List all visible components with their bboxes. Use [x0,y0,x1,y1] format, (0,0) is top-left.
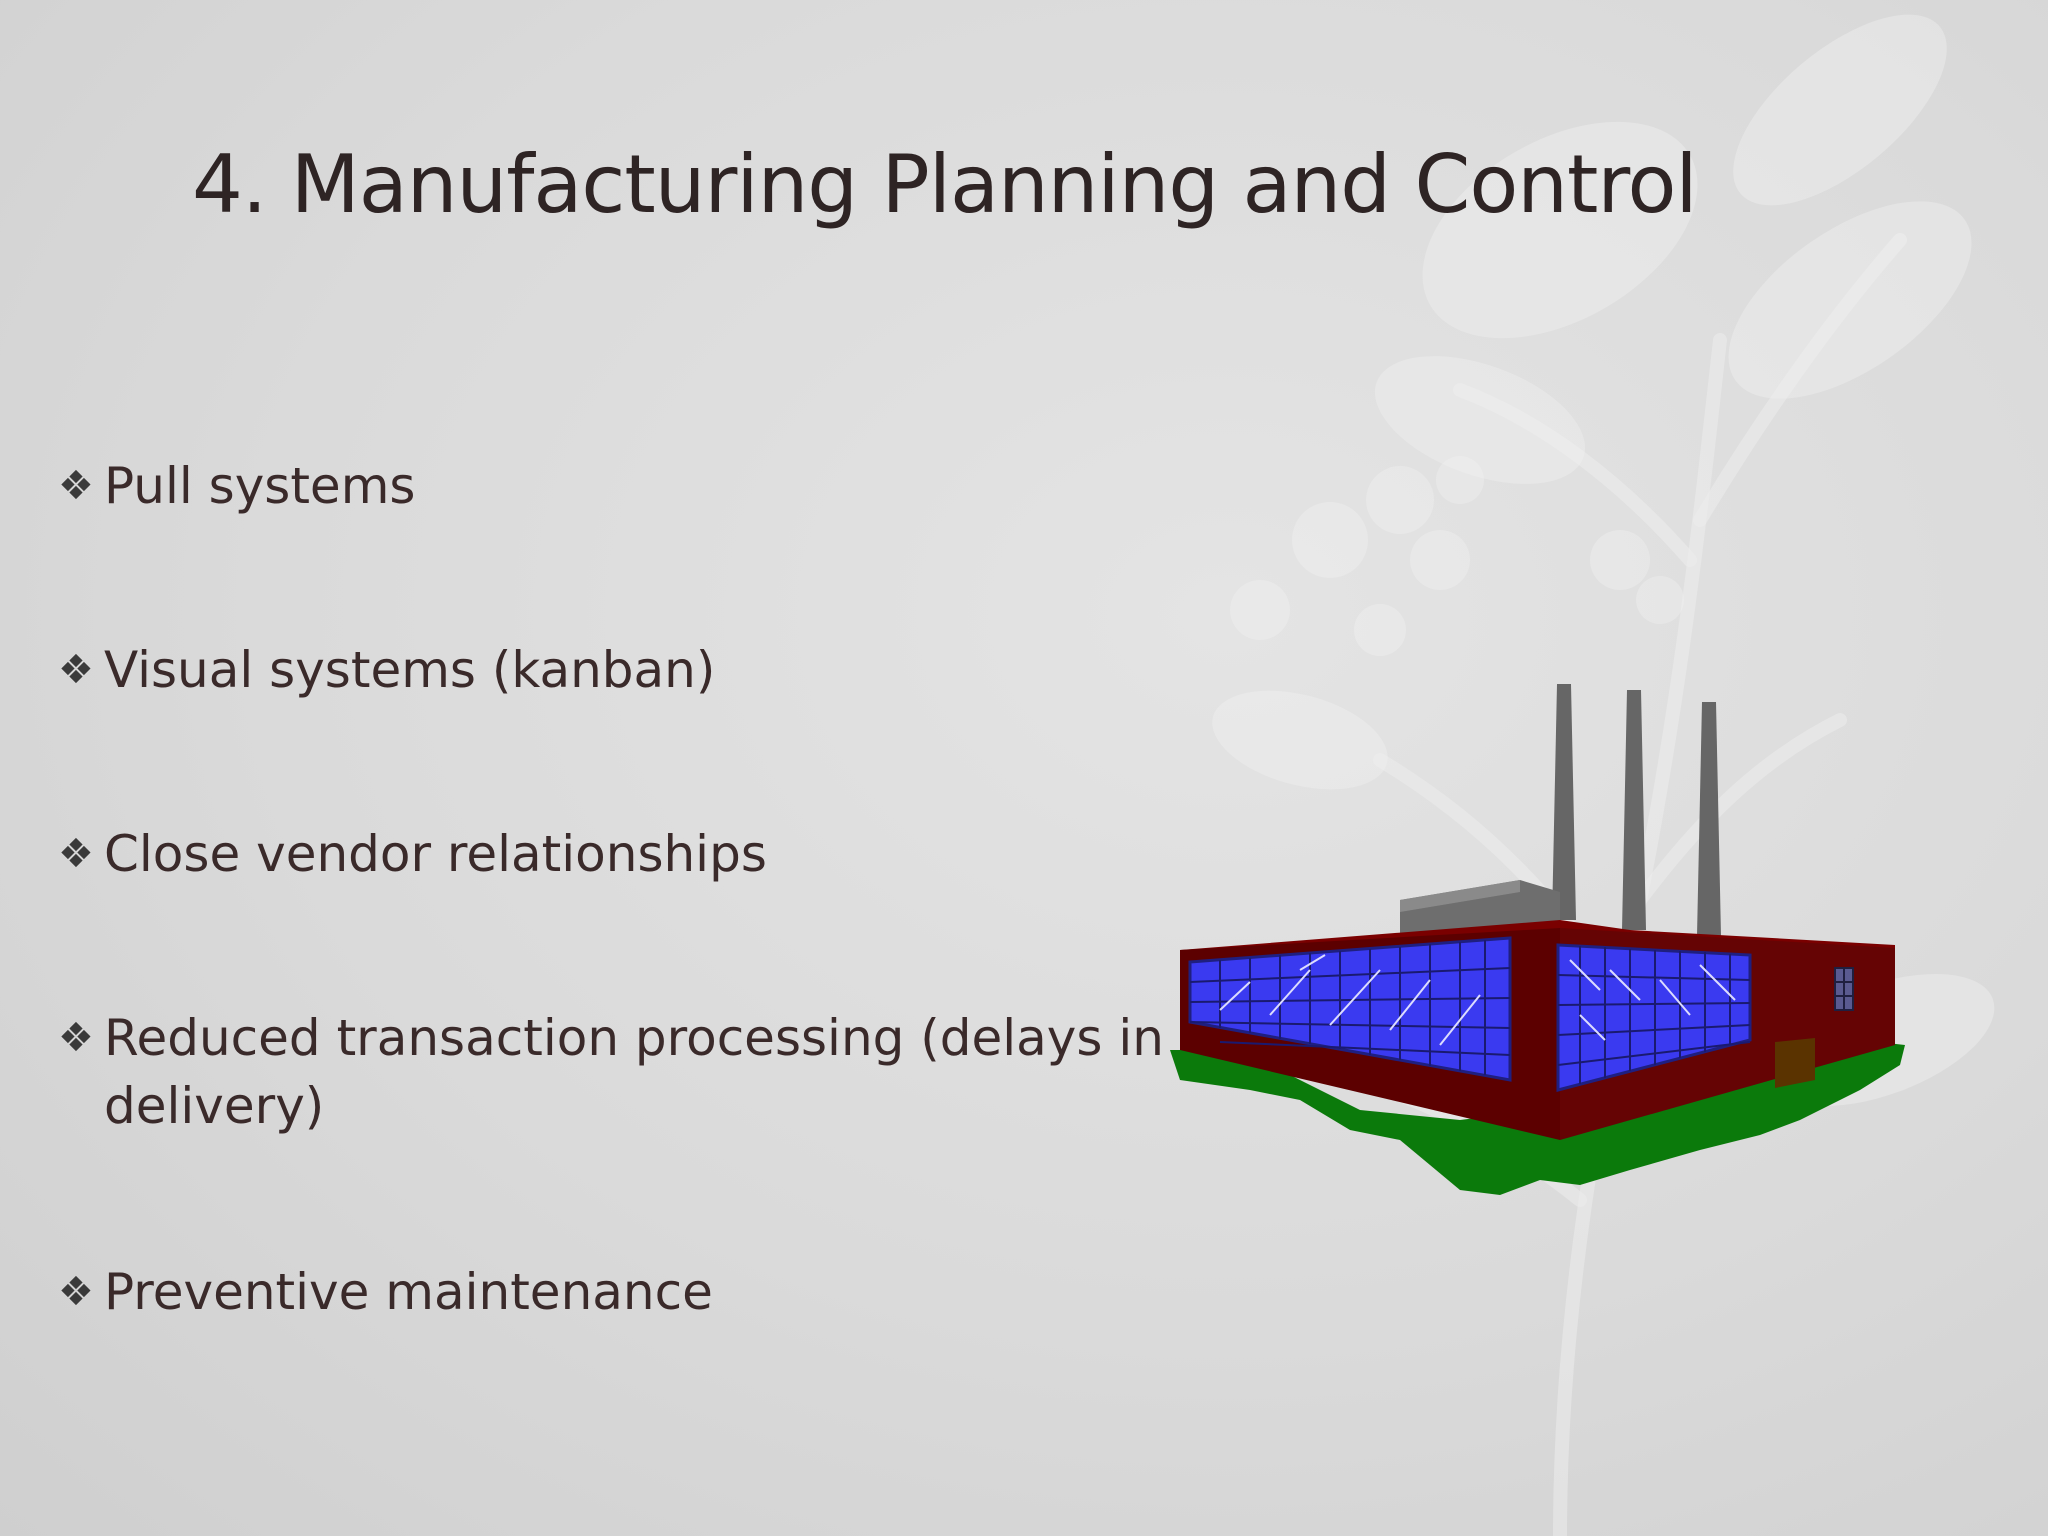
diamond-bullet-icon: ❖ [58,647,94,693]
bullet-text: Visual systems (kanban) [104,641,716,699]
factory-icon [1170,684,1905,1195]
bullet-text: Close vendor relationships [104,825,767,883]
bullet-item: ❖ Visual systems (kanban) [58,636,1178,704]
bullet-item: ❖ Pull systems [58,452,1178,520]
diamond-bullet-icon: ❖ [58,831,94,877]
bullet-item: ❖ Close vendor relationships [58,820,1178,888]
bullet-text: Pull systems [104,457,416,515]
bullet-text: Preventive maintenance [104,1263,713,1321]
bullet-text: Reduced transaction processing (delays i… [104,1009,1164,1135]
diamond-bullet-icon: ❖ [58,1269,94,1315]
diamond-bullet-icon: ❖ [58,1015,94,1061]
slide-title: 4. Manufacturing Planning and Control [192,138,1698,231]
bullet-item: ❖ Preventive maintenance [58,1258,1178,1326]
bullet-list: ❖ Pull systems ❖ Visual systems (kanban)… [58,452,1178,1326]
diamond-bullet-icon: ❖ [58,463,94,509]
bullet-item: ❖ Reduced transaction processing (delays… [58,1004,1178,1140]
